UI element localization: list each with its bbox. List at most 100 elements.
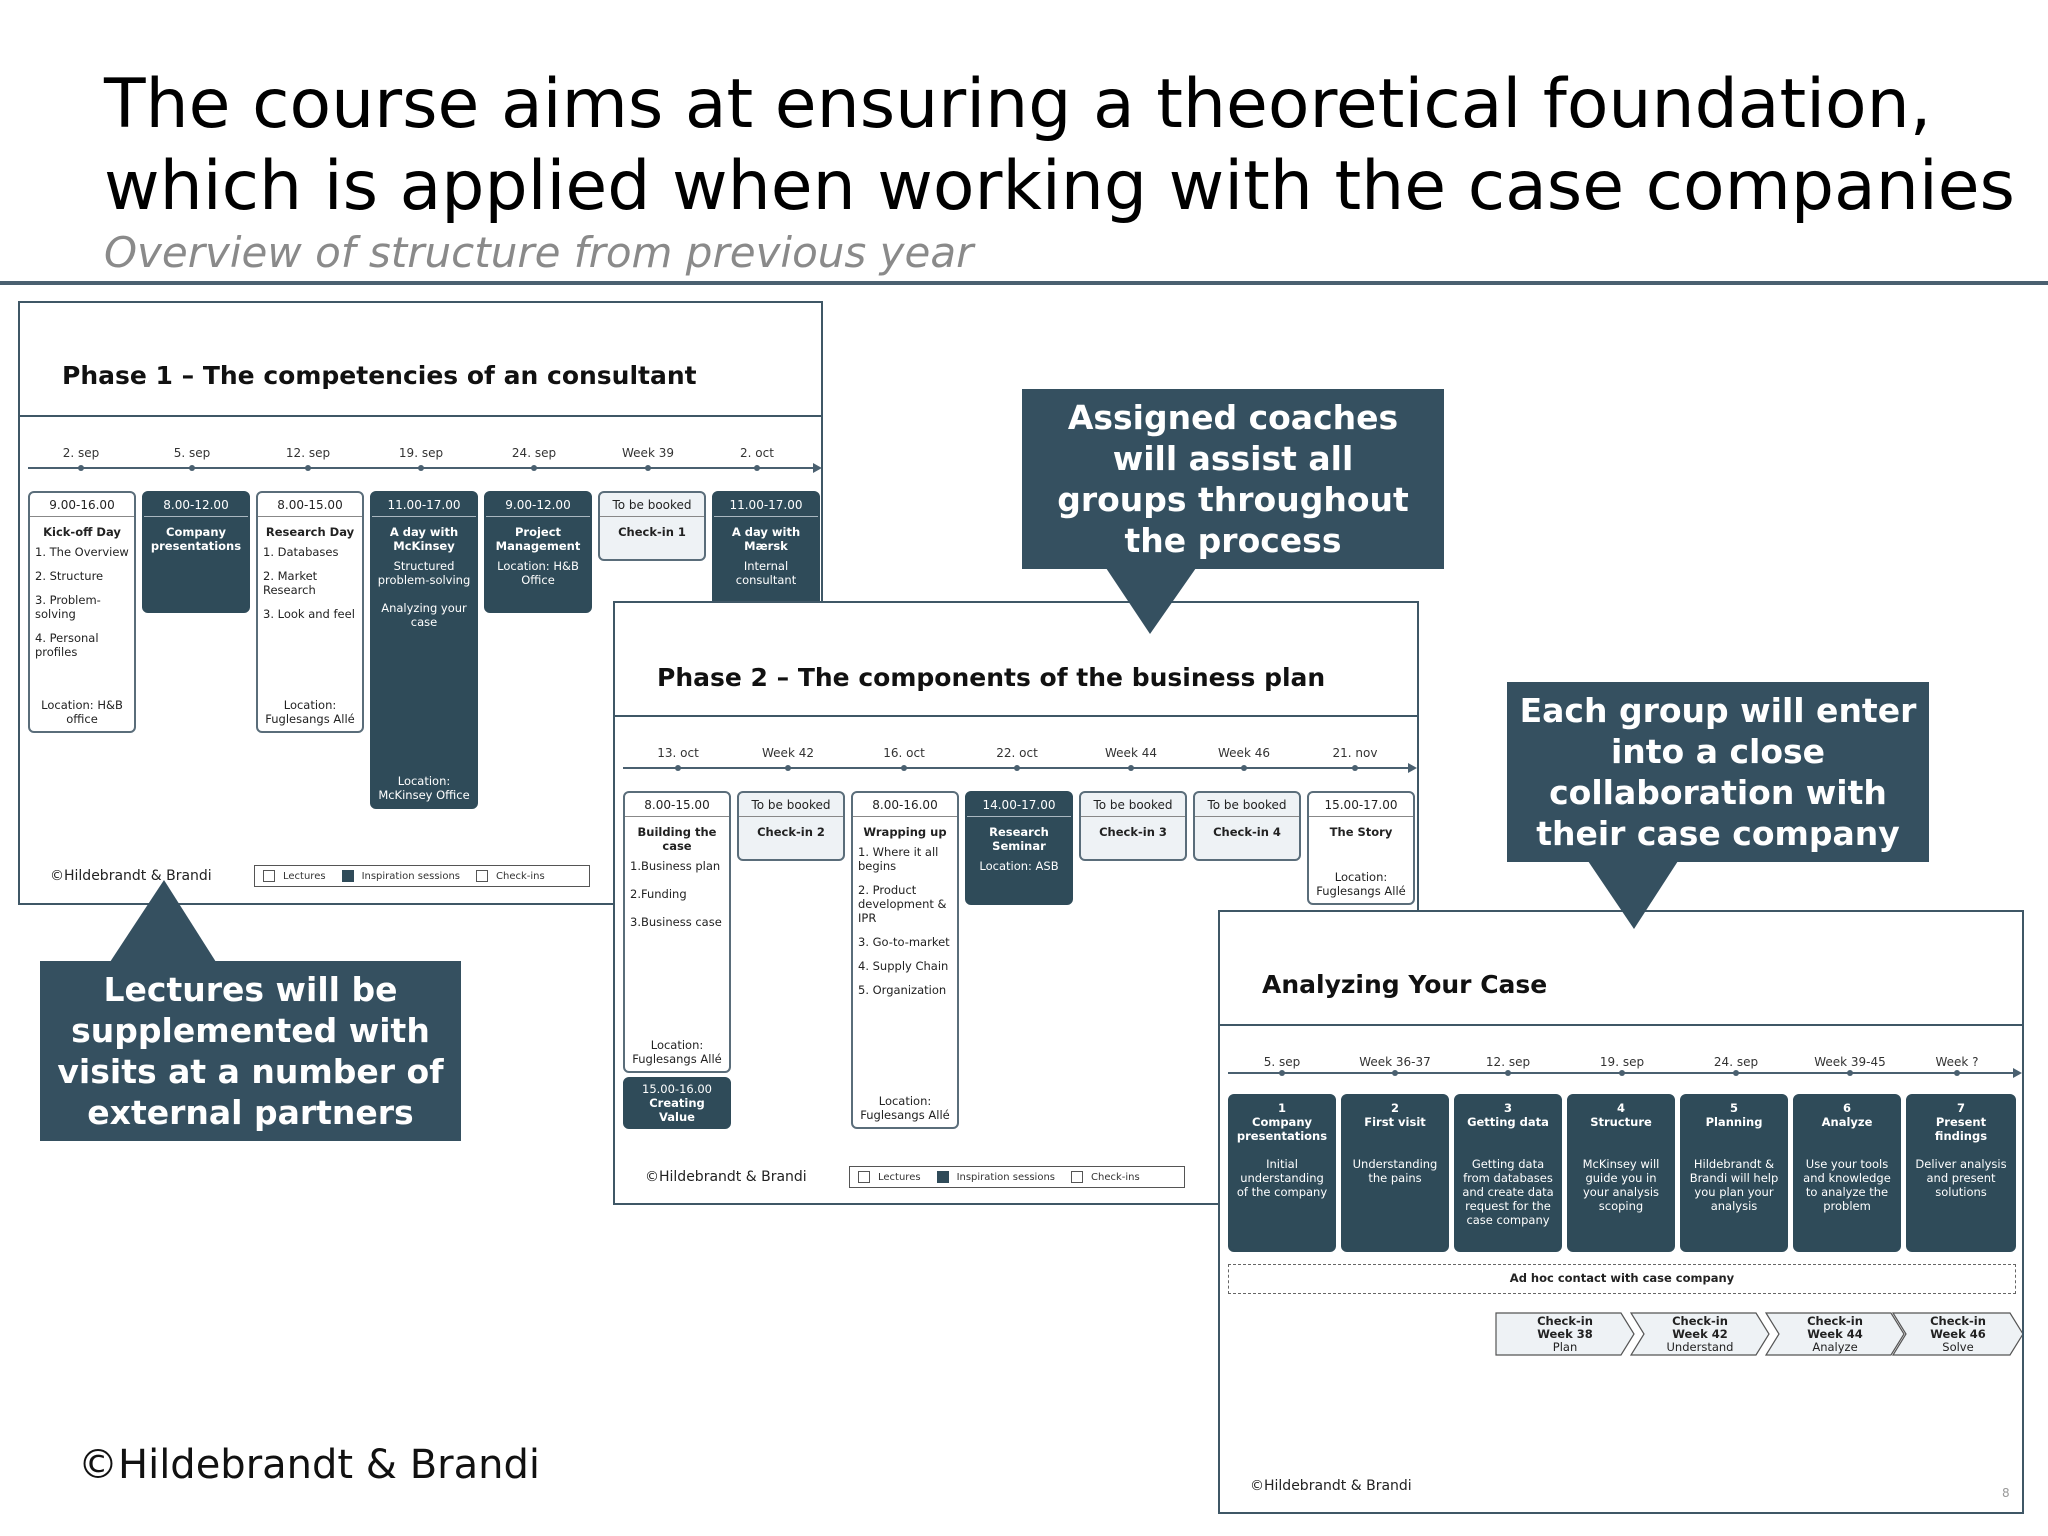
session-time: 9.00-12.00 — [486, 498, 590, 517]
step-card: 6 Analyze Use your tools and knowledge t… — [1793, 1094, 1901, 1252]
session-time: 8.00-12.00 — [144, 498, 248, 517]
legend-lectures: Lectures — [263, 870, 326, 882]
timeline-date: 24. sep — [1713, 1055, 1759, 1069]
session-time: 11.00-17.00 — [372, 498, 476, 517]
session-title: Check-in 3 — [1099, 825, 1167, 839]
timeline-date: 19. sep — [398, 446, 444, 460]
slide-title: Phase 1 – The competencies of an consult… — [62, 361, 697, 390]
timeline-dot — [418, 465, 424, 471]
session-card-checkin-1: To be booked Check-in 1 — [598, 491, 706, 561]
timeline-date: Week 39-45 — [1814, 1055, 1886, 1069]
timeline-dot — [645, 465, 651, 471]
session-title: Project Management — [495, 525, 581, 553]
session-location: Location: ASB — [979, 859, 1059, 873]
timeline-dot — [78, 465, 84, 471]
callout-pointer — [1588, 861, 1678, 929]
session-location: Location: Fuglesangs Allé — [1316, 870, 1406, 898]
step-desc: Understanding the pains — [1352, 1157, 1438, 1185]
timeline-date: Week 39 — [622, 446, 674, 460]
timeline-date: Week ? — [1935, 1055, 1979, 1069]
session-time: 15.00-16.00 — [642, 1082, 712, 1096]
session-item: 1. The Overview — [35, 545, 129, 559]
checkin-chevron: Check-in Week 42 Understand — [1630, 1312, 1770, 1356]
session-title: A day with Mærsk — [731, 525, 801, 553]
session-item: 2. Structure — [35, 569, 104, 583]
session-item: 5. Organization — [858, 983, 947, 997]
slide-title: Phase 2 – The components of the business… — [657, 663, 1326, 692]
session-card-checkin-3: To be booked Check-in 3 — [1079, 791, 1187, 861]
chevron-shape — [1630, 1312, 1770, 1356]
legend-checkins: Check-ins — [476, 870, 545, 882]
timeline-dot — [754, 465, 760, 471]
session-location: Location: Fuglesangs Allé — [265, 698, 355, 726]
slide-logo: ©Hildebrandt & Brandi — [50, 868, 212, 884]
step-desc: Use your tools and knowledge to analyze … — [1803, 1157, 1891, 1213]
session-time: To be booked — [739, 798, 843, 817]
callout-collaboration: Each group will enter into a close colla… — [1507, 682, 1929, 862]
step-desc: Initial understanding of the company — [1236, 1157, 1328, 1199]
timeline-dot — [189, 465, 195, 471]
timeline-dot — [1014, 765, 1020, 771]
session-time: 14.00-17.00 — [967, 798, 1071, 817]
timeline-dot — [1847, 1070, 1853, 1076]
timeline-dot — [785, 765, 791, 771]
timeline-date: Week 42 — [762, 746, 814, 760]
session-title: Check-in 4 — [1213, 825, 1281, 839]
timeline-dot — [1128, 765, 1134, 771]
legend-swatch — [341, 870, 354, 882]
step-title: Getting data — [1467, 1115, 1549, 1129]
session-time: 8.00-15.00 — [625, 798, 729, 817]
session-card-checkin-2: To be booked Check-in 2 — [737, 791, 845, 861]
footer-logo: ©Hildebrandt & Brandi — [78, 1442, 540, 1488]
slide-title: Analyzing Your Case — [1262, 970, 1548, 999]
timeline-dot — [305, 465, 311, 471]
session-title: Building the case — [637, 825, 717, 853]
timeline-date: Week 46 — [1218, 746, 1270, 760]
session-card-building-case: 8.00-15.00 Building the case 1.Business … — [623, 791, 731, 1073]
session-title: Check-in 1 — [618, 525, 686, 539]
session-item: 4. Supply Chain — [858, 959, 949, 973]
slide-logo: ©Hildebrandt & Brandi — [1250, 1478, 1412, 1494]
timeline-date: 5. sep — [173, 446, 211, 460]
session-item: 3. Go-to-market — [858, 935, 950, 949]
session-desc: Analyzing your case — [381, 601, 467, 629]
step-title: Structure — [1590, 1115, 1652, 1129]
session-time: 8.00-15.00 — [258, 498, 362, 517]
session-location: Location: Fuglesangs Allé — [860, 1094, 950, 1122]
timeline-dot — [531, 465, 537, 471]
timeline-date: 12. sep — [285, 446, 331, 460]
session-card-maersk: 11.00-17.00 A day with Mærsk Internal co… — [712, 491, 820, 613]
page-title: The course aims at ensuring a theoretica… — [104, 64, 2015, 228]
session-title: Creating Value — [649, 1096, 705, 1124]
session-location: Internal consultant — [735, 559, 797, 587]
step-title: First visit — [1364, 1115, 1426, 1129]
timeline-dot — [1352, 765, 1358, 771]
title-line-2: which is applied when working with the c… — [104, 147, 2015, 226]
legend-checkins: Check-ins — [1071, 1171, 1140, 1183]
timeline-date: 21. nov — [1332, 746, 1378, 760]
session-location: Location: H&B Office — [497, 559, 579, 587]
session-card-kickoff: 9.00-16.00 Kick-off Day 1. The Overview … — [28, 491, 136, 733]
timeline-date: 2. oct — [740, 446, 774, 460]
session-card-creating-value: 15.00-16.00 Creating Value — [623, 1077, 731, 1129]
session-location: Location: Fuglesangs Allé — [632, 1038, 722, 1066]
timeline-date: 5. sep — [1263, 1055, 1301, 1069]
callout-lectures: Lectures will be supplemented with visit… — [40, 961, 461, 1141]
timeline-date: Week 36-37 — [1359, 1055, 1431, 1069]
session-item: 3.Business case — [630, 915, 722, 929]
timeline-dot — [1392, 1070, 1398, 1076]
session-title: Kick-off Day — [43, 525, 121, 539]
session-item: 3. Problem-solving — [35, 593, 101, 621]
legend: Lectures Inspiration sessions Check-ins — [254, 865, 590, 887]
session-time: To be booked — [1081, 798, 1185, 817]
legend-inspiration: Inspiration sessions — [341, 870, 460, 882]
legend-swatch — [476, 870, 488, 882]
session-card-checkin-4: To be booked Check-in 4 — [1193, 791, 1301, 861]
checkin-chevron: Check-in Week 44 Analyze — [1765, 1312, 1905, 1356]
step-title: Company presentations — [1236, 1115, 1328, 1143]
timeline-dot — [1954, 1070, 1960, 1076]
step-card: 2 First visit Understanding the pains — [1341, 1094, 1449, 1252]
timeline-date: 24. sep — [511, 446, 557, 460]
session-time: 15.00-17.00 — [1309, 798, 1413, 817]
slide-divider — [20, 415, 821, 417]
